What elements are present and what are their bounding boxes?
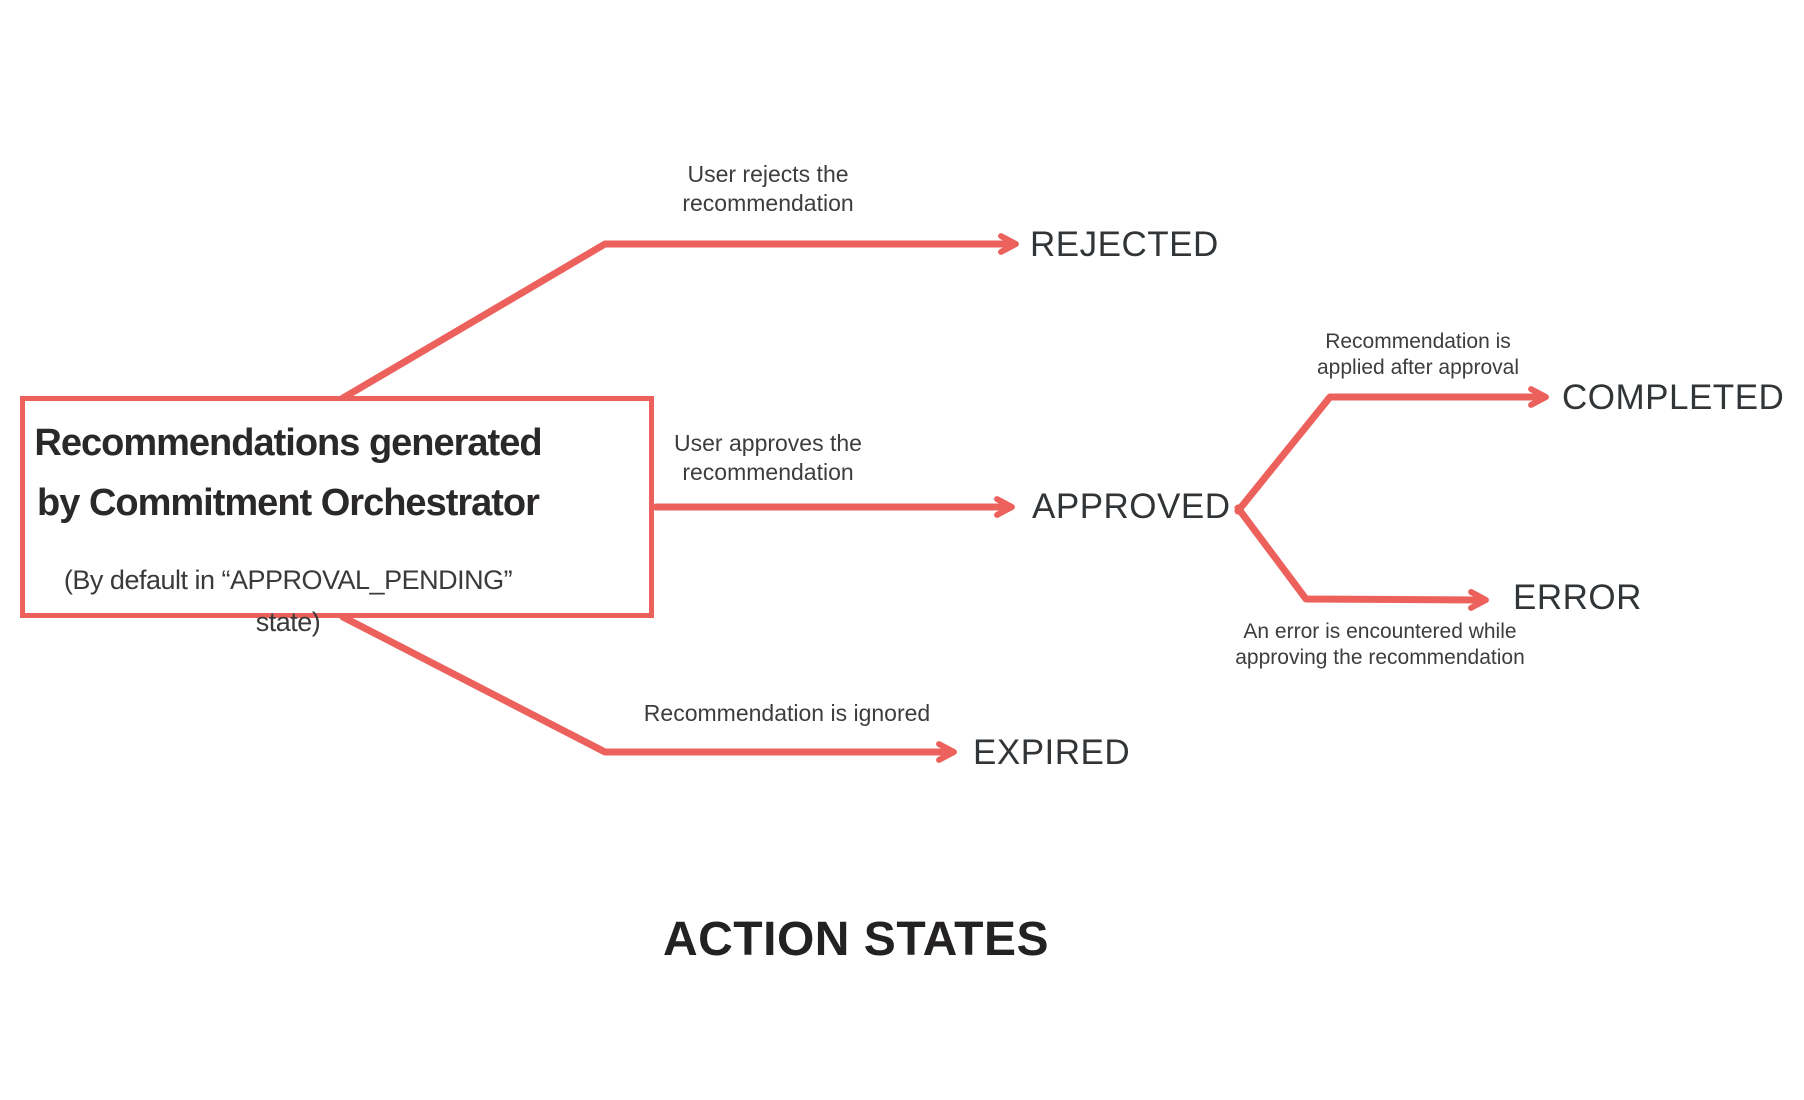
state-expired: EXPIRED <box>973 733 1131 772</box>
edge-label-approved-line1: User approves the <box>674 430 862 456</box>
arrow-to-expired <box>339 613 957 763</box>
state-error: ERROR <box>1513 578 1642 617</box>
diagram-title: ACTION STATES <box>662 913 1050 966</box>
edge-label-expired-line1: Recommendation is ignored <box>643 700 931 726</box>
edge-label-rejected-line2: recommendation <box>682 190 854 216</box>
edge-label-error: An error is encountered while approving … <box>1235 619 1525 671</box>
source-node-title: Recommendations generated by Commitment … <box>33 413 543 533</box>
arrow-to-rejected <box>339 233 1019 402</box>
source-node-box: Recommendations generated by Commitment … <box>20 396 654 637</box>
state-rejected: REJECTED <box>1030 225 1219 264</box>
edge-label-expired: Recommendation is ignored <box>644 699 930 728</box>
edge-label-completed: Recommendation is applied after approval <box>1317 329 1519 381</box>
edge-label-approved: User approves the recommendation <box>674 429 862 487</box>
state-approved: APPROVED <box>1032 487 1231 526</box>
arrow-to-error <box>1234 504 1489 611</box>
edge-label-error-line2: approving the recommendation <box>1235 646 1525 669</box>
source-node-subtitle: (By default in “APPROVAL_PENDING” state) <box>63 565 513 637</box>
source-title-line1: Recommendations generated <box>34 422 542 464</box>
edge-label-rejected: User rejects the recommendation <box>682 160 853 218</box>
edge-label-error-line1: An error is encountered while <box>1243 620 1517 643</box>
edge-label-approved-line2: recommendation <box>682 459 854 485</box>
state-completed: COMPLETED <box>1562 378 1785 417</box>
source-node-text: Recommendations generated by Commitment … <box>33 413 543 643</box>
edge-label-rejected-line1: User rejects the <box>687 161 849 187</box>
source-title-line2: by Commitment Orchestrator <box>37 482 540 524</box>
arrow-to-completed <box>1234 386 1549 515</box>
edge-label-completed-line2: applied after approval <box>1317 356 1519 379</box>
edge-label-completed-line1: Recommendation is <box>1325 330 1511 353</box>
